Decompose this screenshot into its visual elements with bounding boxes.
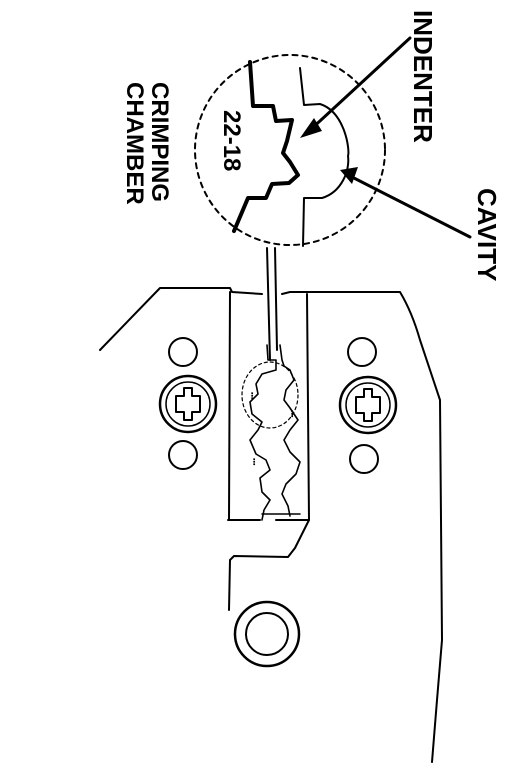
magnified-detail-circle	[194, 54, 386, 246]
crimping-chamber-label-line1: CRIMPING	[146, 82, 173, 202]
jaw-indenter-profile	[249, 344, 277, 521]
left-screw-inner-ring	[165, 381, 211, 427]
indenter-profile	[232, 60, 300, 233]
tool-body-inner-edge-right	[306, 293, 310, 521]
jaw-tiny-mark-3: ▪▪▪	[250, 458, 257, 466]
jaw-cavity-profile	[279, 344, 301, 517]
right-upper-hole	[347, 337, 377, 367]
indenter-arrowhead	[300, 118, 322, 138]
cavity-profile	[299, 67, 350, 247]
tool-body-inner-edge	[228, 291, 231, 521]
tool-body-outline	[99, 287, 443, 763]
connector-line-left	[266, 247, 271, 361]
crimping-chamber-label: CRIMPING CHAMBER	[120, 82, 173, 205]
left-upper-hole	[168, 337, 198, 367]
right-screw-inner-ring	[345, 382, 391, 428]
right-screw-cross-slot	[355, 388, 381, 422]
jaw-detail-dashed-circle	[241, 361, 299, 429]
jaw-tiny-mark-1: ▪▪▪	[248, 392, 255, 400]
cavity-arrowhead	[340, 167, 358, 184]
left-screw-cross-slot	[175, 387, 201, 421]
indenter-leader-line	[306, 36, 412, 134]
crimping-chamber-label-line2: CHAMBER	[120, 82, 148, 205]
connector-line-right	[274, 247, 278, 351]
jaw-tiny-mark-2: ▪▪▪	[288, 410, 295, 418]
right-lower-hole	[349, 444, 379, 474]
indenter-label: INDENTER	[408, 10, 438, 143]
left-lower-hole	[168, 440, 198, 470]
cavity-label: CAVITY	[472, 188, 502, 282]
cavity-leader-line	[348, 174, 472, 239]
wire-gauge-label: 22-18	[218, 110, 245, 172]
pivot-pin-outer	[233, 600, 301, 668]
left-screw-outer	[158, 374, 218, 434]
jaw-lower-edge	[227, 519, 310, 611]
right-screw-outer	[338, 375, 398, 435]
pivot-pin-inner	[245, 612, 289, 656]
